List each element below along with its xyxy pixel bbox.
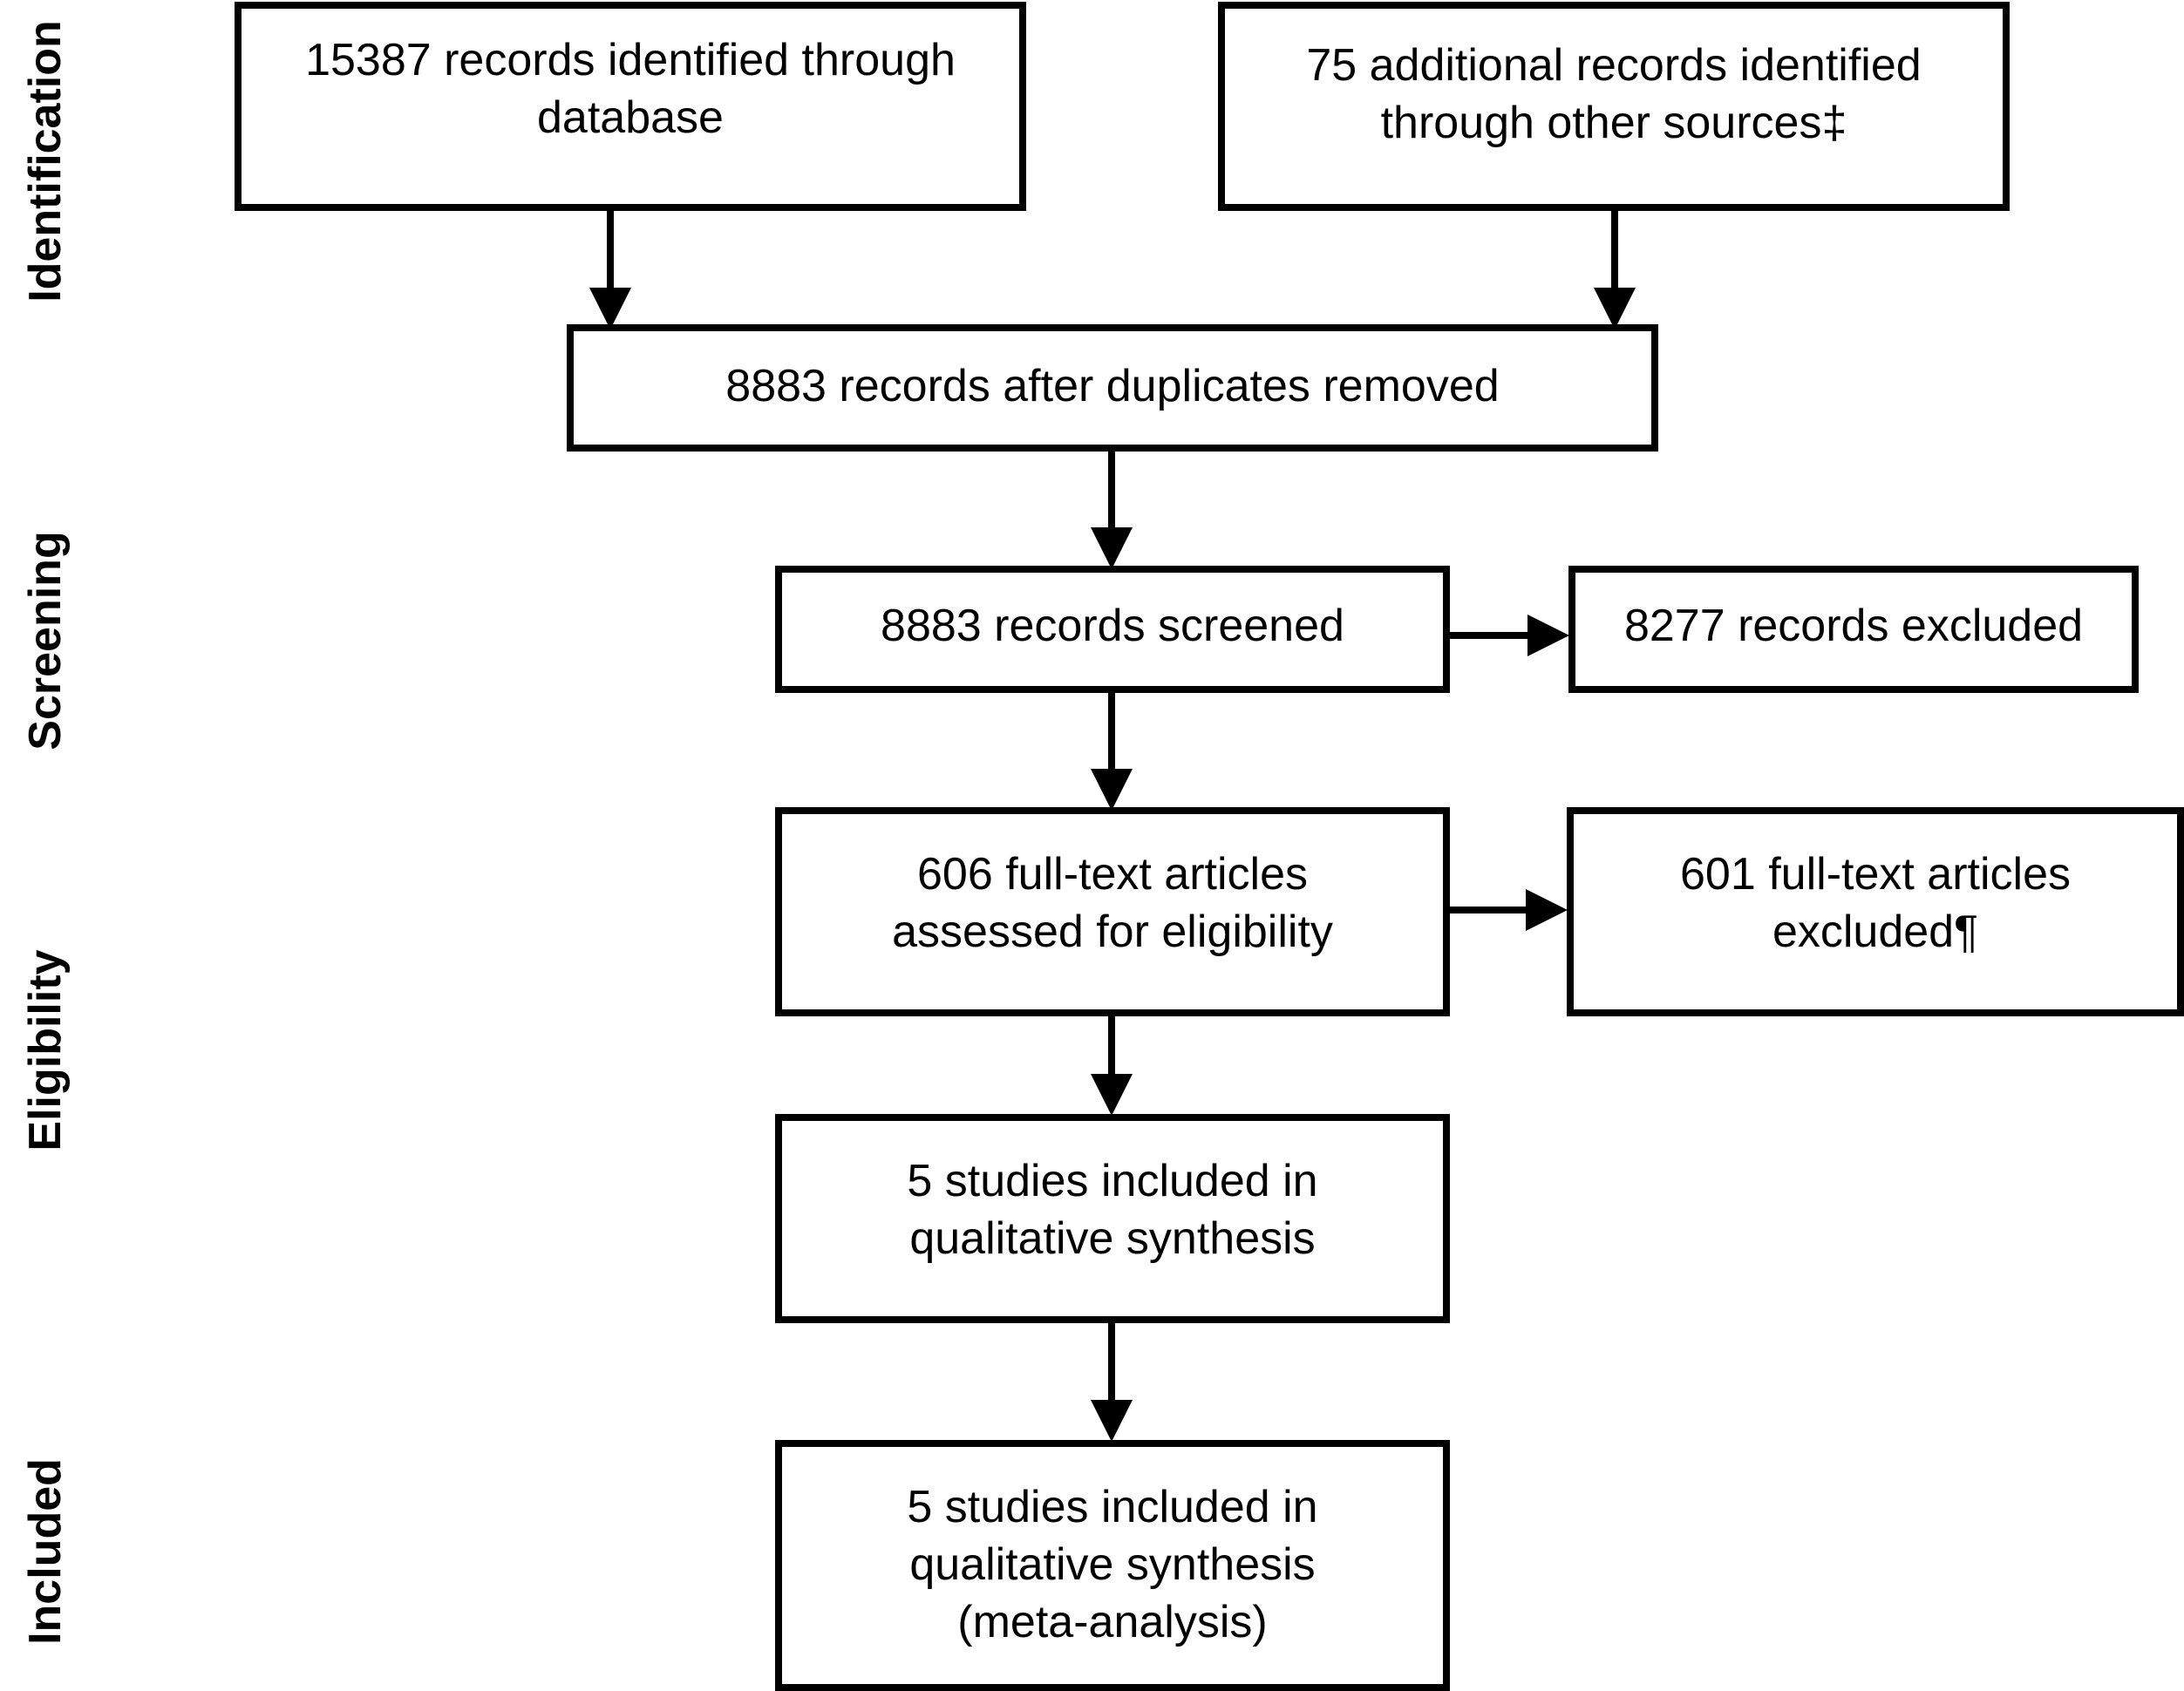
- box-qualitative-synthesis-text: 5 studies included in qualitative synthe…: [907, 1156, 1318, 1264]
- box-database-records-text: 15387 records identified through databas…: [305, 35, 956, 143]
- box-qualitative-synthesis: 5 studies included in qualitative synthe…: [775, 1114, 1450, 1323]
- box-quantitative-synthesis-text: 5 studies included in qualitative synthe…: [907, 1482, 1318, 1647]
- box-quantitative-synthesis: 5 studies included in qualitative synthe…: [775, 1440, 1450, 1691]
- box-records-excluded: 8277 records excluded: [1568, 566, 2139, 693]
- box-records-screened-text: 8883 records screened: [881, 601, 1344, 651]
- box-fulltext-excluded-text: 601 full-text articles excluded¶: [1680, 849, 2071, 957]
- box-records-excluded-text: 8277 records excluded: [1623, 601, 2084, 651]
- box-fulltext-excluded: 601 full-text articles excluded¶: [1567, 807, 2184, 1016]
- box-other-sources-records: 75 additional records identified through…: [1218, 2, 2010, 211]
- box-records-screened: 8883 records screened: [775, 566, 1450, 693]
- box-database-records: 15387 records identified through databas…: [235, 2, 1026, 211]
- box-fulltext-assessed-text: 606 full-text articles assessed for elig…: [892, 849, 1333, 957]
- box-other-sources-records-text: 75 additional records identified through…: [1306, 40, 1922, 148]
- box-after-duplicates: 8883 records after duplicates removed: [567, 324, 1658, 452]
- box-fulltext-assessed: 606 full-text articles assessed for elig…: [775, 807, 1450, 1016]
- box-after-duplicates-text: 8883 records after duplicates removed: [725, 361, 1500, 411]
